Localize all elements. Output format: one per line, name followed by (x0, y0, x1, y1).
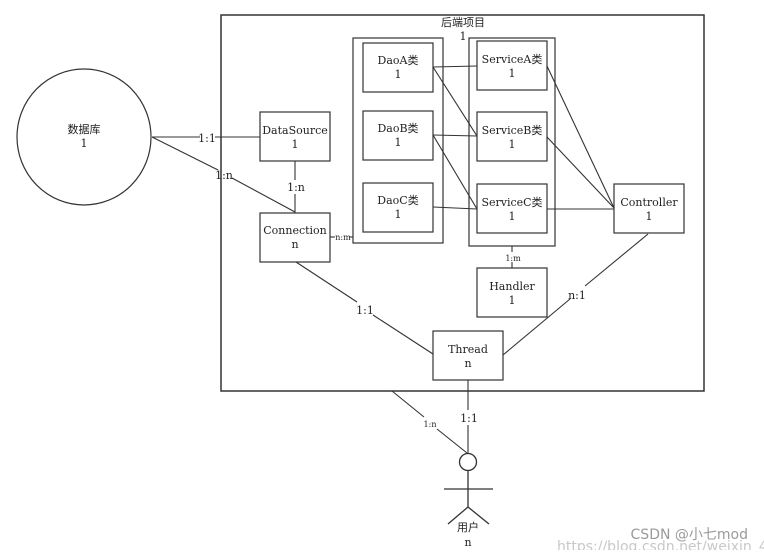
dao-group (352, 37, 444, 244)
dao-b-mult: 1 (395, 136, 402, 149)
connection-label: Connection (263, 224, 327, 237)
edge-controller-thread-a (584, 233, 649, 287)
connection-node (259, 212, 331, 263)
edge-db-connection-b (231, 177, 296, 213)
dao-b-node (362, 110, 434, 161)
label-service-handler: 1:m (505, 254, 521, 263)
service-c-node (476, 183, 548, 234)
thread-mult: n (464, 357, 471, 370)
edge-conn-thread-b (372, 314, 434, 355)
service-b-mult: 1 (509, 138, 516, 151)
handler-label: Handler (489, 280, 535, 293)
user-label: 用户 (457, 520, 479, 534)
handler-node (476, 267, 548, 318)
backend-project-container (220, 14, 705, 392)
thread-node (432, 330, 504, 381)
service-a-node (476, 40, 548, 91)
controller-label: Controller (620, 196, 678, 209)
service-b-node (476, 111, 548, 162)
dao-c-mult: 1 (395, 208, 402, 221)
dao-c-label: DaoC类 (377, 193, 418, 207)
handler-mult: 1 (509, 294, 516, 307)
service-b-label: ServiceB类 (482, 123, 543, 137)
service-a-mult: 1 (509, 67, 516, 80)
dao-c-node (362, 182, 434, 233)
label-thread-user: 1:1 (460, 412, 478, 425)
edge-daoa-serviceb (432, 66, 478, 137)
edge-daoa-servicea (432, 65, 478, 68)
thread-label: Thread (448, 343, 488, 356)
edges (151, 65, 649, 454)
controller-node (613, 183, 685, 234)
database-mult: 1 (81, 137, 88, 150)
datasource-label: DataSource (262, 124, 328, 137)
dao-a-label: DaoA类 (378, 53, 419, 67)
datasource-node (259, 111, 331, 162)
edge-daob-serviceb (432, 134, 478, 137)
dao-b-label: DaoB类 (377, 121, 418, 135)
project-title: 后端项目 (441, 16, 485, 29)
service-c-label: ServiceC类 (481, 195, 542, 209)
database-label: 数据库 (68, 122, 101, 136)
dao-a-mult: 1 (395, 68, 402, 81)
edge-serviceb-controller (546, 136, 615, 209)
edge-conn-thread-a (295, 261, 358, 303)
user-actor-icon (444, 452, 493, 525)
database-node (16, 68, 152, 206)
user-mult: n (464, 536, 471, 549)
label-conn-thread: 1:1 (356, 304, 374, 317)
service-a-label: ServiceA类 (482, 52, 543, 66)
datasource-mult: 1 (292, 138, 299, 151)
watermark-brand: CSDN @小七mod (631, 527, 748, 543)
label-controller-thread: n:1 (568, 289, 586, 302)
label-conn-dao: n:m (335, 233, 351, 242)
edge-db-connection-a (151, 136, 219, 171)
service-c-mult: 1 (509, 210, 516, 223)
label-db-connection: 1:n (215, 169, 233, 182)
edge-daoc-servicec (432, 206, 478, 210)
edge-daob-servicec (432, 134, 478, 210)
watermark-url: https://blog.csdn.net/weixin_4 (557, 539, 764, 550)
edge-project-user-b (436, 428, 468, 454)
label-db-datasource: 1:1 (198, 132, 216, 145)
connection-mult: n (291, 238, 298, 251)
controller-mult: 1 (646, 210, 653, 223)
edge-servicea-controller (546, 65, 615, 209)
label-ds-connection: 1:n (287, 181, 305, 194)
dao-a-node (362, 42, 434, 93)
edge-controller-thread-b (502, 298, 571, 356)
project-mult: 1 (460, 30, 467, 43)
edge-project-user-a (391, 390, 425, 418)
label-project-user: 1:n (424, 420, 437, 429)
